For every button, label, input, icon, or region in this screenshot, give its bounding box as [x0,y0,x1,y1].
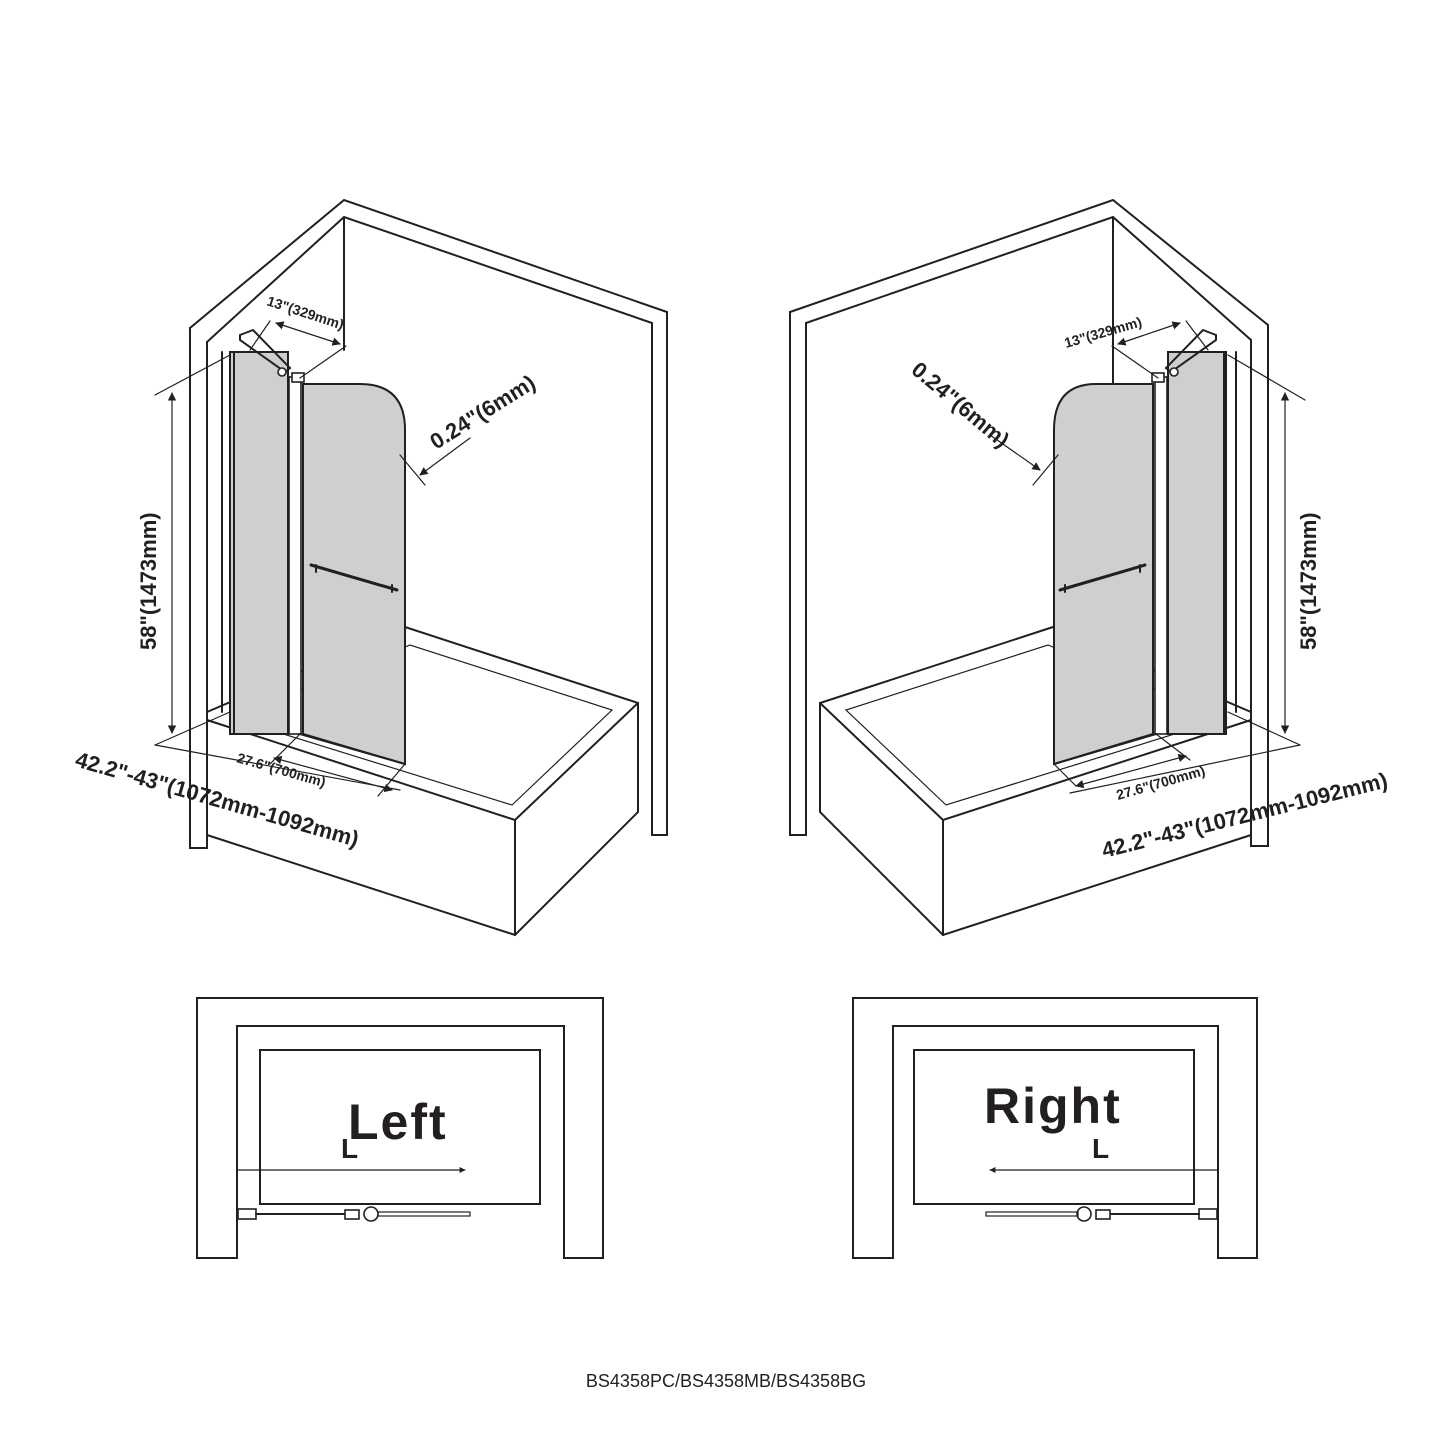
left-plan-caption: Left [348,1094,448,1150]
left-plan-walls [196,997,604,1259]
bottom-captions: Left Right [348,1078,1122,1150]
right-wall-inner [805,215,1252,836]
right-thickness-leader [989,434,1041,471]
right-support-arm [1164,328,1217,374]
left-fixed-dim-line [275,321,341,346]
left-side-wall [189,327,208,849]
right-fixed-panel [1167,351,1227,735]
right-fixed-dim-line [1117,321,1181,346]
left-height-label: 58"(1473mm) [136,512,161,650]
right-tub-top-front [819,702,1252,822]
right-door-dim-line [1075,753,1187,789]
right-plan-caption: Right [984,1078,1122,1134]
right-wall-outer [789,198,1269,836]
left-hinge-bar [288,376,302,735]
left-thickness-label: 0.24"(6mm) [425,370,539,454]
left-thickness-leader [419,437,471,476]
left-plan-hinge [363,1206,379,1222]
left-door-panel [302,383,406,766]
left-plan-tub [259,1049,541,1205]
right-door-label: 27.6"(700mm) [1114,762,1206,803]
left-fixed-label: 13"(329mm) [265,293,346,333]
left-towel-bar [309,563,399,592]
left-wall-inner [206,215,653,836]
left-support-arm [239,328,292,374]
right-fixed-label: 13"(329mm) [1062,314,1143,351]
right-door-panel [1053,383,1154,766]
right-side-wall [1250,324,1269,847]
right-plan-view: L [852,997,1258,1259]
right-plan-tub [913,1049,1195,1205]
right-hinge-bar [1154,376,1168,735]
right-height-label: 58"(1473mm) [1296,512,1321,650]
left-total-width-label: 42.2"-43"(1072mm-1092mm) [73,747,362,852]
left-plan-wall-profile [237,1208,257,1220]
right-plan-letter: L [1092,1133,1109,1164]
right-towel-bar [1058,563,1147,592]
left-tub-top-front [206,702,639,822]
right-iso-view: 58"(1473mm) 0.24"(6mm) 13"(329mm) 27.6"(… [789,198,1390,937]
left-wall-outer [189,198,668,836]
left-iso-view: 58"(1473mm) 0.24"(6mm) 13"(329mm) 27.6"(… [73,198,668,937]
right-plan-wall-profile [1198,1208,1218,1220]
model-numbers: BS4358PC/BS4358MB/BS4358BG [586,1371,866,1391]
right-plan-walls [852,997,1258,1259]
right-plan-hinge [1076,1206,1092,1222]
left-plan-letter: L [341,1133,358,1164]
left-fixed-panel [229,351,289,735]
right-plan-door [985,1211,1079,1217]
left-plan-door [377,1211,471,1217]
left-plan-view: L [196,997,604,1259]
right-thickness-label: 0.24"(6mm) [907,357,1014,453]
